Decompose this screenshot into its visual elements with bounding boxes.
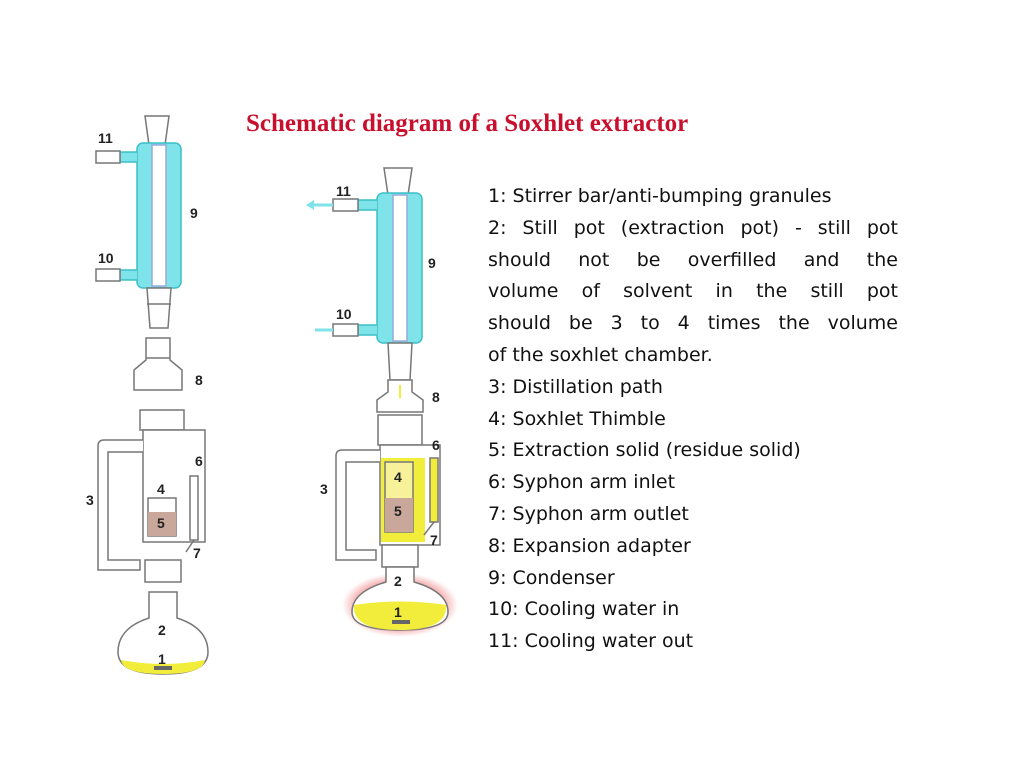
legend-item-2-line5: of the soxhlet chamber. bbox=[488, 343, 713, 366]
legend-item-6: 6: Syphon arm inlet bbox=[488, 471, 676, 494]
label-2-right: 2 bbox=[394, 573, 402, 589]
legend-item-1: 1: Stirrer bar/anti-bumping granules bbox=[488, 185, 832, 207]
label-8-left: 8 bbox=[195, 372, 203, 388]
left-apparatus bbox=[95, 115, 209, 675]
legend-item-11: 11: Cooling water out bbox=[488, 630, 694, 653]
label-8-right: 8 bbox=[432, 389, 440, 405]
label-5-left: 5 bbox=[157, 515, 165, 531]
label-7-right: 7 bbox=[430, 532, 438, 548]
label-6-right: 6 bbox=[432, 437, 440, 453]
label-6-left: 6 bbox=[195, 453, 203, 469]
legend-item-4: 4: Soxhlet Thimble bbox=[488, 407, 666, 430]
legend-item-2: 2: Still pot (extraction pot) - still po… bbox=[488, 216, 898, 239]
label-10-right: 10 bbox=[336, 306, 352, 322]
label-11-right: 11 bbox=[336, 183, 351, 199]
label-9-right: 9 bbox=[428, 255, 436, 271]
label-4-right: 4 bbox=[394, 469, 402, 485]
label-2-left: 2 bbox=[158, 622, 166, 638]
legend-item-7: 7: Syphon arm outlet bbox=[488, 502, 689, 525]
legend-item-2-line4: should be 3 to 4 times the volume bbox=[488, 312, 898, 335]
right-apparatus bbox=[306, 167, 458, 637]
legend-item-9: 9: Condenser bbox=[488, 566, 615, 589]
label-1-left: 1 bbox=[158, 651, 166, 667]
label-3-right: 3 bbox=[320, 481, 328, 497]
legend-item-5: 5: Extraction solid (residue solid) bbox=[488, 439, 801, 462]
legend-item-8: 8: Expansion adapter bbox=[488, 534, 691, 557]
legend-item-2-line3: volume of solvent in the still pot bbox=[488, 280, 898, 303]
label-11-left: 11 bbox=[98, 130, 113, 146]
label-3-left: 3 bbox=[86, 492, 94, 508]
label-5-right: 5 bbox=[394, 503, 402, 519]
diagram-title: Schematic diagram of a Soxhlet extractor bbox=[246, 110, 689, 137]
label-4-left: 4 bbox=[157, 481, 165, 497]
legend-item-2-line2: should not be overfilled and the bbox=[488, 248, 898, 271]
label-10-left: 10 bbox=[98, 250, 114, 266]
legend-item-3: 3: Distillation path bbox=[488, 375, 663, 398]
legend-item-10: 10: Cooling water in bbox=[488, 598, 680, 621]
label-1-right: 1 bbox=[394, 604, 402, 620]
legend: 1: Stirrer bar/anti-bumping granules 2: … bbox=[488, 181, 898, 658]
label-7-left: 7 bbox=[193, 545, 201, 561]
label-9-left: 9 bbox=[190, 205, 198, 221]
